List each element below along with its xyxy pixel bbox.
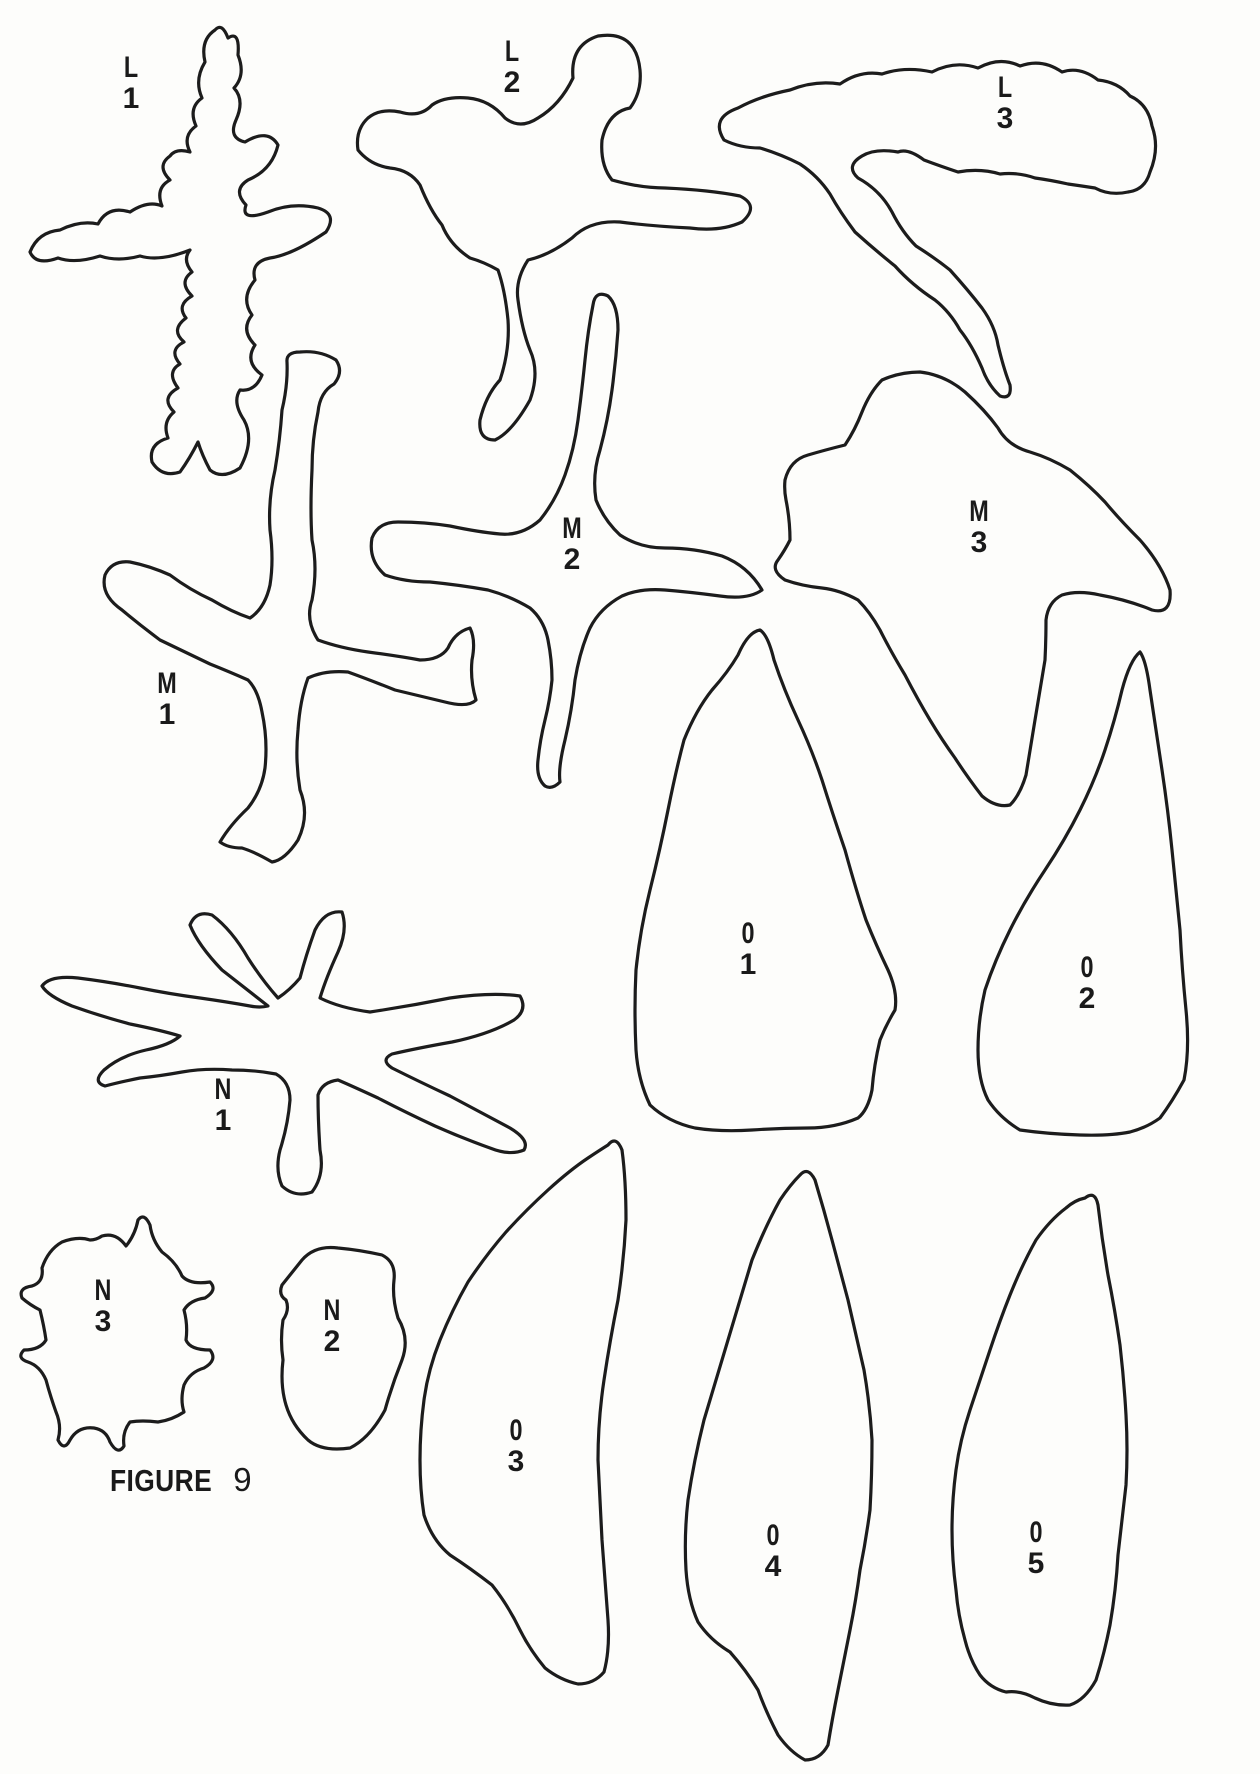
label-n2: N 2 xyxy=(302,1295,362,1357)
label-n1-number: 1 xyxy=(193,1105,253,1136)
label-l1: L 1 xyxy=(101,52,161,114)
label-o3-number: 3 xyxy=(486,1446,546,1477)
label-o2-letter: 0 xyxy=(1064,952,1111,983)
figure-caption-number: 9 xyxy=(233,1461,252,1498)
label-n1-letter: N xyxy=(200,1074,247,1105)
label-n2-letter: N xyxy=(309,1295,356,1326)
label-l1-number: 1 xyxy=(101,83,161,114)
label-m1-letter: M xyxy=(144,668,191,699)
label-m3-number: 3 xyxy=(949,527,1009,558)
label-o1-letter: 0 xyxy=(725,918,772,949)
label-o5: 0 5 xyxy=(1006,1517,1066,1579)
cell-outline-l1 xyxy=(30,27,331,474)
label-o4-letter: 0 xyxy=(750,1520,797,1551)
figure-caption-word: FIGURE xyxy=(110,1463,212,1499)
label-o1-number: 1 xyxy=(718,949,778,980)
label-l2-number: 2 xyxy=(482,67,542,98)
label-n3-letter: N xyxy=(80,1275,127,1306)
label-o2: 0 2 xyxy=(1057,952,1117,1014)
figure-caption: FIGURE 9 xyxy=(110,1461,252,1499)
label-l2: L 2 xyxy=(482,36,542,98)
cell-outline-o5 xyxy=(952,1195,1127,1705)
cell-outline-l2 xyxy=(357,35,750,440)
label-m2: M 2 xyxy=(542,513,602,575)
label-o3-letter: 0 xyxy=(493,1415,540,1446)
label-m1-number: 1 xyxy=(137,699,197,730)
label-o2-number: 2 xyxy=(1057,983,1117,1014)
cell-outline-o3 xyxy=(420,1141,626,1684)
cell-outline-o1 xyxy=(635,630,896,1131)
label-n3: N 3 xyxy=(73,1275,133,1337)
label-o3: 0 3 xyxy=(486,1415,546,1477)
cell-outline-o2 xyxy=(978,652,1188,1135)
label-m1: M 1 xyxy=(137,668,197,730)
label-m3: M 3 xyxy=(949,496,1009,558)
label-m3-letter: M xyxy=(956,496,1003,527)
label-m2-letter: M xyxy=(549,513,596,544)
cell-outline-o4 xyxy=(685,1171,872,1760)
label-l3-letter: L xyxy=(982,72,1029,103)
cell-outline-m3 xyxy=(775,372,1170,806)
label-n3-number: 3 xyxy=(73,1306,133,1337)
label-n2-number: 2 xyxy=(302,1326,362,1357)
label-l3: L 3 xyxy=(975,72,1035,134)
label-l2-letter: L xyxy=(489,36,536,67)
cell-outline-m1 xyxy=(104,352,476,862)
label-o4-number: 4 xyxy=(743,1551,803,1582)
cell-outline-l3 xyxy=(719,61,1155,396)
label-o5-letter: 0 xyxy=(1013,1517,1060,1548)
label-o1: 0 1 xyxy=(718,918,778,980)
label-n1: N 1 xyxy=(193,1074,253,1136)
label-l1-letter: L xyxy=(108,52,155,83)
label-m2-number: 2 xyxy=(542,544,602,575)
cell-outline-n1 xyxy=(42,912,525,1194)
label-o5-number: 5 xyxy=(1006,1548,1066,1579)
label-o4: 0 4 xyxy=(743,1520,803,1582)
label-l3-number: 3 xyxy=(975,103,1035,134)
